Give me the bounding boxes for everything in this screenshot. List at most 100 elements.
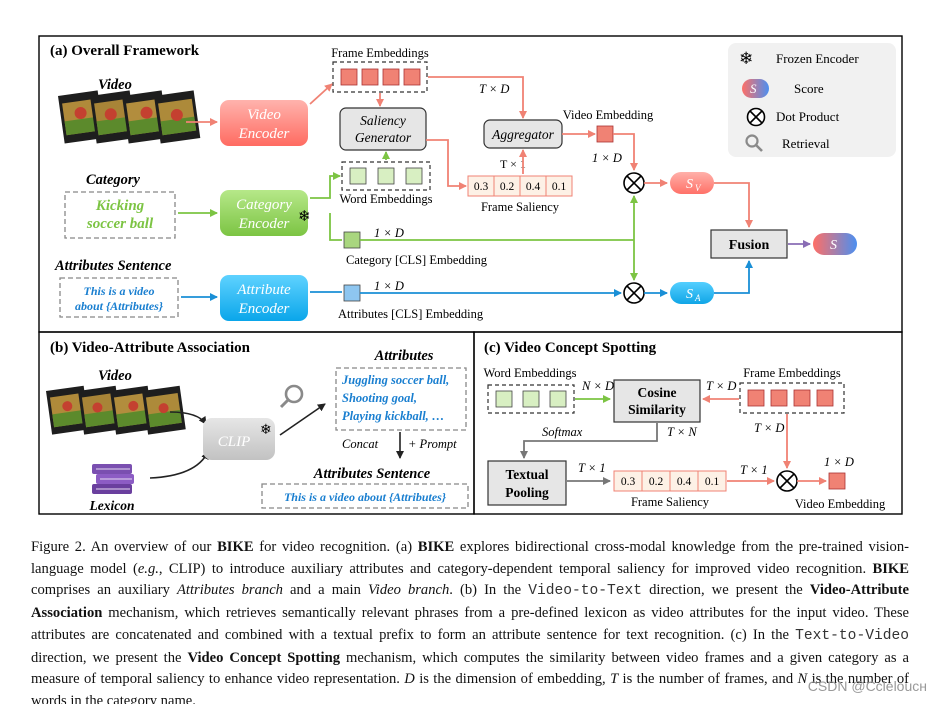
figure-caption: Figure 2. An overview of our BIKE for vi…: [31, 539, 910, 704]
c-saliency-value: 0.3: [621, 476, 636, 488]
panel-b-title: (b) Video-Attribute Association: [50, 340, 251, 356]
c-video-embedding: [828, 472, 846, 490]
sv-score-main: S: [686, 177, 693, 192]
b-prompt-label: + Prompt: [408, 437, 457, 451]
a-video-embedding-label: Video Embedding: [563, 108, 654, 122]
dot-product-top: [623, 172, 645, 194]
a-frame-embeddings-box: [332, 61, 428, 93]
b-lexicon-label: Lexicon: [89, 498, 135, 513]
b-attr-sentence-title: Attributes Sentence: [313, 466, 431, 482]
category-encoder-label-2: Encoder: [238, 216, 290, 232]
b-attr-item: Juggling soccer ball,: [341, 373, 449, 387]
saliency-generator-label-1: Saliency: [360, 113, 406, 128]
a-saliency-value: 0.4: [526, 181, 541, 193]
c-frame-saliency-cells: [613, 470, 727, 492]
final-score: [813, 233, 857, 255]
c-word-emb-1: [495, 390, 513, 408]
a-attr-sentence-box: [59, 277, 179, 318]
legend-dot: Dot Product: [776, 109, 840, 124]
video-encoder-label-1: Video: [247, 107, 281, 123]
panel-c-frame: [473, 331, 903, 515]
legend-retrieval: Retrieval: [782, 136, 830, 151]
a-word-embeddings-box: [341, 161, 431, 191]
c-tx1b-label: T × 1: [740, 463, 768, 477]
aggregator-label: Aggregator: [491, 127, 554, 142]
score-icon: [742, 79, 769, 98]
fusion-label: Fusion: [729, 238, 770, 253]
a-word-emb-2: [377, 167, 395, 185]
panel-a-title: (a) Overall Framework: [50, 43, 200, 59]
a-saliency-value: 0.1: [552, 181, 567, 193]
video-frames-b: [46, 385, 186, 435]
c-nxd-label: N × D: [581, 379, 614, 393]
dot-product-bottom: [623, 282, 645, 304]
a-saliency-value: 0.3: [474, 181, 489, 193]
b-attributes-title: Attributes: [374, 348, 434, 364]
attribute-encoder-label-1: Attribute: [236, 282, 291, 298]
a-onexd-label-3: 1 × D: [374, 279, 404, 293]
b-attr-sentence-box: [261, 483, 469, 509]
c-frame-emb-4: [816, 389, 834, 407]
attribute-encoder-label-2: Encoder: [238, 301, 290, 317]
c-frame-embeddings-box: [739, 382, 845, 414]
watermark: CSDN @Ccleloucн: [807, 678, 927, 694]
category-cls-embedding: [343, 231, 361, 249]
c-txd2-label: T × D: [754, 421, 784, 435]
c-tx1-label: T × 1: [578, 461, 606, 475]
c-softmax-label: Softmax: [542, 425, 583, 439]
a-frame-emb-3: [382, 68, 400, 86]
framework-figure: (a) Overall Framework (b) Video-Attribut…: [38, 35, 903, 515]
a-category-text-2: soccer ball: [86, 216, 154, 232]
textual-pooling: [487, 460, 567, 506]
c-word-embeddings-label: Word Embeddings: [483, 366, 576, 380]
a-attr-sentence-2: about {Attributes}: [75, 299, 164, 313]
a-word-embeddings-label: Word Embeddings: [339, 192, 432, 206]
sa-score-main: S: [686, 287, 693, 302]
video-encoder: [220, 100, 308, 146]
c-word-embeddings-box: [487, 384, 575, 414]
saliency-generator: [339, 107, 427, 151]
c-frame-saliency-label: Frame Saliency: [631, 495, 710, 509]
attribute-cls-embedding: [343, 284, 361, 302]
c-word-emb-3: [549, 390, 567, 408]
cosine-similarity: [613, 379, 701, 423]
c-frame-embeddings-label: Frame Embeddings: [743, 366, 841, 380]
lexicon-books-icon: [92, 464, 134, 494]
clip-box: [203, 418, 275, 460]
a-word-emb-3: [405, 167, 423, 185]
a-video-embedding: [596, 125, 614, 143]
category-cls-label: Category [CLS] Embedding: [346, 253, 488, 267]
b-video-label: Video: [98, 368, 132, 384]
c-saliency-value: 0.2: [649, 476, 664, 488]
a-txd-label: T × D: [479, 82, 509, 96]
c-frame-emb-3: [793, 389, 811, 407]
sa-score: [670, 282, 714, 304]
sv-score: [670, 172, 714, 194]
a-frame-emb-1: [340, 68, 358, 86]
video-frames-a: [58, 90, 201, 144]
b-attr-item: Playing kickball, …: [342, 409, 444, 423]
a-frame-emb-4: [403, 68, 421, 86]
a-attr-sentence-label: Attributes Sentence: [54, 258, 172, 274]
c-dot-product: [776, 470, 798, 492]
textual-pooling-label-1: Textual: [505, 467, 548, 482]
search-icon-b: [279, 384, 304, 409]
cosine-label-2: Similarity: [628, 402, 686, 417]
legend-frozen: Frozen Encoder: [776, 51, 859, 66]
a-onexd-label-2: 1 × D: [374, 226, 404, 240]
c-frame-emb-1: [747, 389, 765, 407]
b-attributes-box: [335, 367, 467, 431]
a-frame-emb-2: [361, 68, 379, 86]
category-encoder-snowflake-icon: ❄: [298, 209, 311, 225]
a-attr-sentence-1: This is a video: [84, 284, 155, 298]
search-icon: [745, 134, 763, 152]
c-saliency-value: 0.4: [677, 476, 692, 488]
panel-c-title: (c) Video Concept Spotting: [484, 340, 657, 356]
a-word-emb-1: [349, 167, 367, 185]
score-icon-label: S: [750, 81, 757, 96]
c-frame-emb-2: [770, 389, 788, 407]
attribute-cls-label: Attributes [CLS] Embedding: [338, 307, 484, 321]
snowflake-icon: ❄: [739, 49, 753, 68]
c-txn-label: T × N: [667, 425, 697, 439]
final-score-label: S: [830, 238, 837, 253]
